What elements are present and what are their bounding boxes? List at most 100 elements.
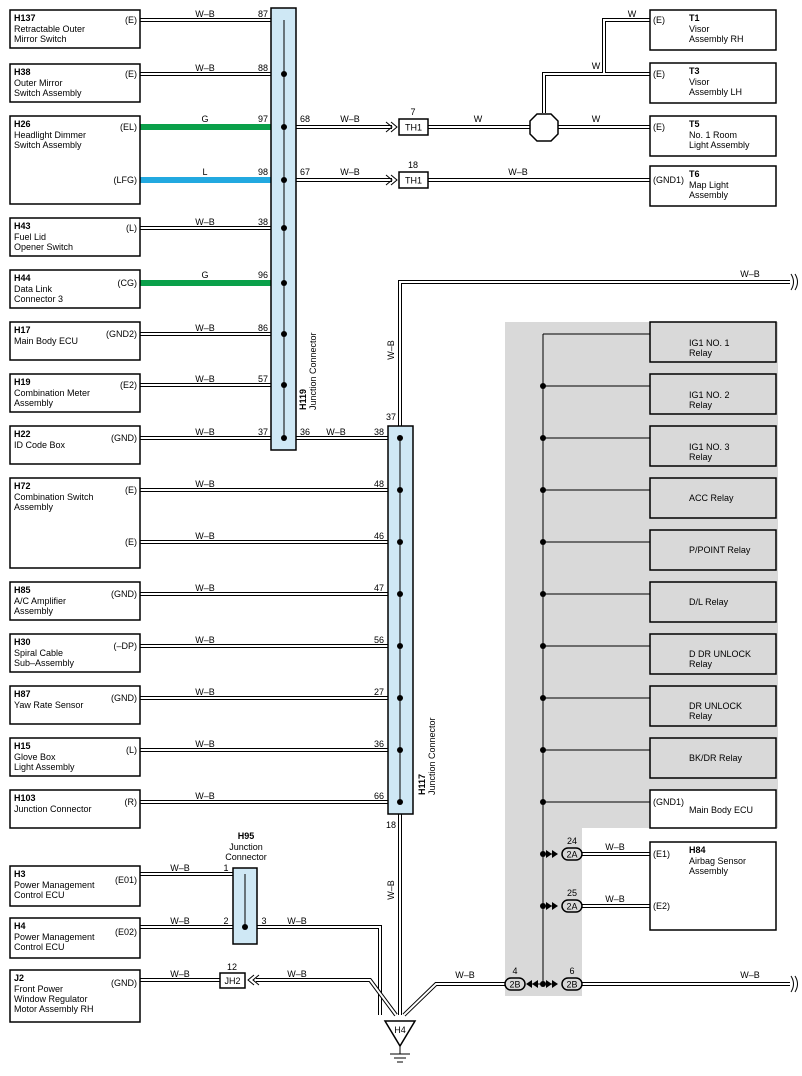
svg-text:Connector 3: Connector 3 <box>14 294 63 304</box>
svg-text:Assembly: Assembly <box>689 866 729 876</box>
svg-text:W: W <box>628 9 637 19</box>
svg-text:(E): (E) <box>125 15 137 25</box>
svg-text:Fuel Lid: Fuel Lid <box>14 232 46 242</box>
svg-text:68: 68 <box>300 114 310 124</box>
svg-text:Assembly: Assembly <box>14 606 54 616</box>
svg-text:W–B: W–B <box>605 842 625 852</box>
connector-2b-left: 2B <box>504 977 538 991</box>
svg-text:12: 12 <box>227 962 237 972</box>
svg-text:(R): (R) <box>125 797 138 807</box>
svg-text:W–B: W–B <box>195 217 215 227</box>
ground-label: H4 <box>394 1025 406 1035</box>
svg-text:Motor Assembly RH: Motor Assembly RH <box>14 1004 94 1014</box>
svg-text:Data Link: Data Link <box>14 284 53 294</box>
h119-label: H119 Junction Connector <box>298 332 318 410</box>
svg-text:(E): (E) <box>125 537 137 547</box>
svg-text:W–B: W–B <box>170 969 190 979</box>
svg-text:IG1 NO. 2: IG1 NO. 2 <box>689 390 730 400</box>
svg-text:H38: H38 <box>14 67 31 77</box>
svg-text:4: 4 <box>512 966 517 976</box>
svg-text:W–B: W–B <box>195 687 215 697</box>
svg-text:(CG): (CG) <box>118 278 138 288</box>
svg-text:H17: H17 <box>14 325 31 335</box>
svg-text:(E): (E) <box>125 69 137 79</box>
wire-harness <box>140 18 790 1017</box>
svg-text:H19: H19 <box>14 377 31 387</box>
svg-text:(GND): (GND) <box>111 978 137 988</box>
svg-text:DR UNLOCK: DR UNLOCK <box>689 701 742 711</box>
component-t1: (E) T1 Visor Assembly RH <box>649 9 777 51</box>
svg-text:Power Management: Power Management <box>14 932 95 942</box>
component-h4: H4 Power Management Control ECU (E02) <box>9 917 141 959</box>
svg-text:Sub–Assembly: Sub–Assembly <box>14 658 75 668</box>
svg-text:Combination Meter: Combination Meter <box>14 388 90 398</box>
svg-text:(GND): (GND) <box>111 433 137 443</box>
relay-ig1-no1: IG1 NO. 1 Relay <box>649 321 777 363</box>
svg-text:Front Power: Front Power <box>14 984 63 994</box>
component-h19: H19 Combination Meter Assembly (E2) <box>9 373 141 413</box>
svg-text:36: 36 <box>300 427 310 437</box>
svg-text:48: 48 <box>374 479 384 489</box>
svg-text:47: 47 <box>374 583 384 593</box>
component-h85: H85 A/C Amplifier Assembly (GND) <box>9 581 141 621</box>
svg-text:W–B: W–B <box>195 739 215 749</box>
wire-break-top <box>790 273 798 291</box>
svg-text:(EL): (EL) <box>120 122 137 132</box>
component-h72: H72 Combination Switch Assembly (E) (E) <box>9 477 141 569</box>
h95-label: H95 Junction Connector <box>225 831 267 862</box>
svg-text:H84: H84 <box>689 845 706 855</box>
svg-text:W–B: W–B <box>195 531 215 541</box>
svg-text:27: 27 <box>374 687 384 697</box>
component-j2: J2 Front Power Window Regulator Motor As… <box>9 969 141 1023</box>
svg-text:Mirror Switch: Mirror Switch <box>14 34 67 44</box>
svg-text:Main Body ECU: Main Body ECU <box>689 805 753 815</box>
svg-text:(E1): (E1) <box>653 849 670 859</box>
svg-text:W–B: W–B <box>195 9 215 19</box>
svg-text:W–B: W–B <box>170 863 190 873</box>
svg-text:W–B: W–B <box>740 970 760 980</box>
svg-text:W–B: W–B <box>740 269 760 279</box>
svg-text:Relay: Relay <box>689 659 713 669</box>
svg-text:Connector: Connector <box>225 852 267 862</box>
th1-label: TH1 <box>405 123 422 133</box>
svg-text:(L): (L) <box>126 745 137 755</box>
svg-text:T3: T3 <box>689 66 700 76</box>
component-h84: (E1) H84 Airbag Sensor Assembly (E2) <box>649 841 777 931</box>
svg-text:(LFG): (LFG) <box>114 175 138 185</box>
svg-text:2A: 2A <box>566 850 577 860</box>
svg-text:97: 97 <box>258 114 268 124</box>
svg-text:W: W <box>474 114 483 124</box>
svg-text:H117: H117 <box>417 774 427 795</box>
svg-text:7: 7 <box>410 107 415 117</box>
svg-text:(–DP): (–DP) <box>113 641 137 651</box>
component-h26: H26 Headlight Dimmer Switch Assembly (EL… <box>9 115 141 205</box>
svg-text:Junction Connector: Junction Connector <box>14 804 92 814</box>
svg-text:(L): (L) <box>126 223 137 233</box>
splice-octagon <box>529 113 559 142</box>
svg-text:Control ECU: Control ECU <box>14 890 65 900</box>
svg-text:(GND): (GND) <box>111 693 137 703</box>
svg-text:56: 56 <box>374 635 384 645</box>
svg-text:J2: J2 <box>14 973 24 983</box>
svg-text:57: 57 <box>258 374 268 384</box>
svg-text:38: 38 <box>258 217 268 227</box>
svg-text:W–B: W–B <box>195 635 215 645</box>
svg-text:18: 18 <box>408 160 418 170</box>
component-t3: (E) T3 Visor Assembly LH <box>649 62 777 104</box>
svg-text:2B: 2B <box>566 980 577 990</box>
svg-text:Airbag Sensor: Airbag Sensor <box>689 856 746 866</box>
svg-text:Assembly RH: Assembly RH <box>689 34 744 44</box>
svg-text:Spiral Cable: Spiral Cable <box>14 648 63 658</box>
svg-text:(E02): (E02) <box>115 927 137 937</box>
svg-text:W–B: W–B <box>195 63 215 73</box>
h117-label: H117 Junction Connector <box>417 717 437 795</box>
svg-text:H72: H72 <box>14 481 31 491</box>
ground-symbol: H4 <box>383 1020 417 1063</box>
pin-numbers: 87 88 97 98 38 96 86 57 37 68 67 36 7 18… <box>223 9 577 976</box>
wire-break-bottom <box>790 975 798 993</box>
svg-text:A/C Amplifier: A/C Amplifier <box>14 596 66 606</box>
svg-text:(E): (E) <box>653 69 665 79</box>
svg-text:Combination Switch: Combination Switch <box>14 492 94 502</box>
svg-text:Junction: Junction <box>229 842 263 852</box>
svg-text:W–B: W–B <box>195 427 215 437</box>
